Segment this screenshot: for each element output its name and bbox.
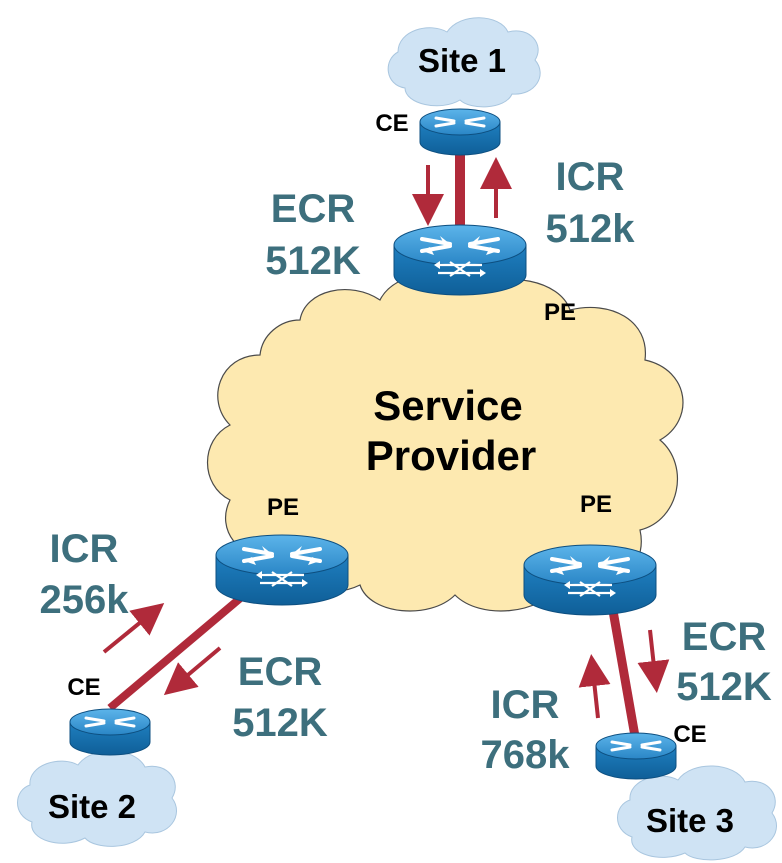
site-1-cloud-icon	[387, 17, 541, 108]
site1-ecr-value: 512K	[265, 239, 361, 283]
site2-icr-value: 256k	[40, 578, 130, 622]
site1-icr-value: 512k	[546, 207, 636, 251]
site2-ecr-name: ECR	[238, 650, 323, 694]
site3-icr-value: 768k	[481, 733, 571, 777]
arrow-site2-ecr	[163, 646, 222, 696]
site2-icr-name: ICR	[50, 527, 119, 571]
site-2-label: Site 2	[48, 788, 136, 825]
site-2-cloud-icon	[17, 750, 177, 847]
pe-router-right-icon	[522, 543, 658, 617]
site3-ecr-name: ECR	[682, 615, 767, 659]
site3-icr-name: ICR	[491, 683, 560, 727]
site2-ecr-value: 512K	[232, 701, 328, 745]
arrow-site3-ecr	[637, 629, 670, 693]
link-site2	[107, 586, 253, 712]
ce-router-site3-icon	[594, 731, 678, 781]
ce-label-site3: CE	[673, 721, 706, 748]
provider-label-line1: Service	[373, 382, 522, 429]
site1-ecr-name: ECR	[271, 187, 356, 231]
ce-label-site2: CE	[67, 674, 100, 701]
ce-router-site1-icon	[418, 107, 502, 157]
pe-router-left-icon	[214, 533, 350, 607]
pe-label-top: PE	[544, 299, 576, 326]
arrow-site2-icr	[102, 602, 165, 654]
pe-router-top-icon	[392, 223, 528, 297]
arrow-site3-icr	[578, 654, 611, 719]
pe-label-left: PE	[267, 494, 299, 521]
pe-label-right: PE	[580, 491, 612, 518]
site-1-label: Site 1	[418, 42, 506, 79]
link-site3	[607, 604, 641, 743]
site-3-label: Site 3	[646, 802, 734, 839]
site-3-cloud-icon	[617, 765, 777, 861]
ce-label-site1: CE	[375, 110, 408, 137]
site3-ecr-value: 512K	[676, 665, 772, 709]
site1-icr-name: ICR	[556, 155, 625, 199]
ce-router-site2-icon	[68, 707, 152, 757]
provider-label-line2: Provider	[366, 432, 536, 479]
